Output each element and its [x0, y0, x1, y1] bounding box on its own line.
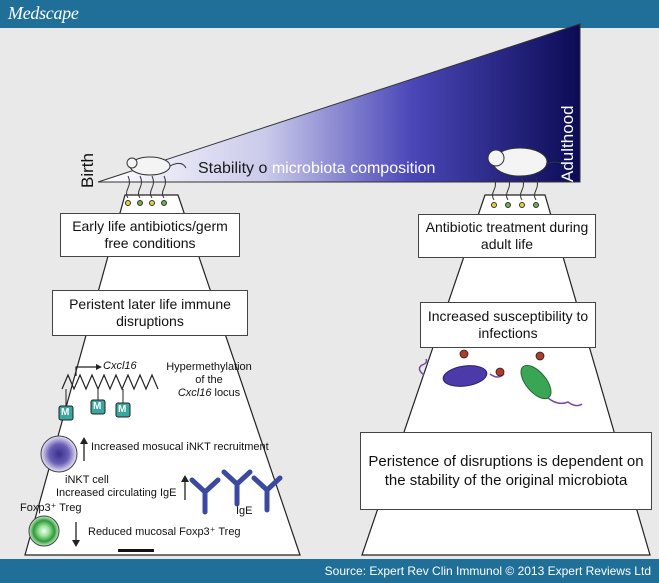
source-credit: Source: Expert Rev Clin Immunol © 2013 E… [324, 564, 651, 578]
inkt-cell-icon [40, 435, 78, 473]
methyl-mark-1: M [61, 407, 70, 418]
methyl-marks [58, 399, 131, 421]
stability-label: Stability o microbiota composition [198, 160, 435, 178]
hypermethylation-label: Hypermethylation of the Cxcl16 locus [154, 361, 264, 400]
treg-cell-icon [28, 515, 60, 547]
microbiota-left-icon [125, 175, 167, 206]
hypermethylation-gene: Cxcl16 [177, 387, 212, 399]
bacteria-green-icon [520, 364, 583, 407]
gene-label: Cxcl16 [103, 360, 137, 372]
microbiota-right-icon [491, 177, 539, 208]
header-bar: Medscape [0, 0, 659, 28]
footer-bar: Source: Expert Rev Clin Immunol © 2013 E… [0, 559, 659, 583]
stability-label-part2: microbiota composition [271, 160, 436, 177]
adulthood-label: Adulthood [558, 105, 577, 182]
right-box-susceptibility: Increased susceptibility to infections [420, 302, 596, 348]
methyl-mark-2: M [93, 401, 102, 412]
left-box-immune-disruptions: Peristent later life immune disruptions [52, 290, 248, 336]
gene-arrow-icon [75, 366, 96, 376]
hypermethylation-line2: of the [195, 374, 223, 386]
left-box-early-life: Early life antibiotics/germ free conditi… [60, 213, 240, 257]
treg-label: Foxp3⁺ Treg [20, 502, 82, 514]
stability-wedge [97, 23, 581, 183]
bacteria-purple-icon [418, 358, 505, 387]
inkt-recruitment-label: Increased mosucal iNKT recruitment [91, 441, 269, 453]
stability-label-part1: Stability o [198, 160, 268, 177]
hypermethylation-line3: Cxcl16 locus [154, 387, 264, 400]
mouse-large-icon [487, 147, 567, 177]
hypermethylation-locus: locus [214, 387, 241, 399]
brand-logo: Medscape [8, 3, 79, 23]
right-box-persistence: Peristence of disruptions is dependent o… [360, 432, 652, 510]
ige-antibody-icon [189, 469, 283, 515]
right-box-antibiotic-adult: Antibiotic treatment during adult life [418, 214, 596, 258]
left-column [24, 194, 301, 556]
treg-reduced-label: Reduced mucosal Foxp3⁺ Treg [88, 526, 241, 538]
ige-circulating-label: Increased circulating IgE [56, 487, 177, 499]
ige-label: IgE [236, 505, 253, 517]
mouse-small-icon [126, 156, 187, 176]
methyl-mark-3: M [118, 404, 127, 415]
dna-coil-icon [61, 373, 159, 391]
inkt-cell-label: iNKT cell [65, 474, 109, 486]
birth-label: Birth [78, 153, 97, 188]
hypermethylation-line1: Hypermethylation [166, 361, 252, 373]
virus-icon [459, 349, 545, 377]
